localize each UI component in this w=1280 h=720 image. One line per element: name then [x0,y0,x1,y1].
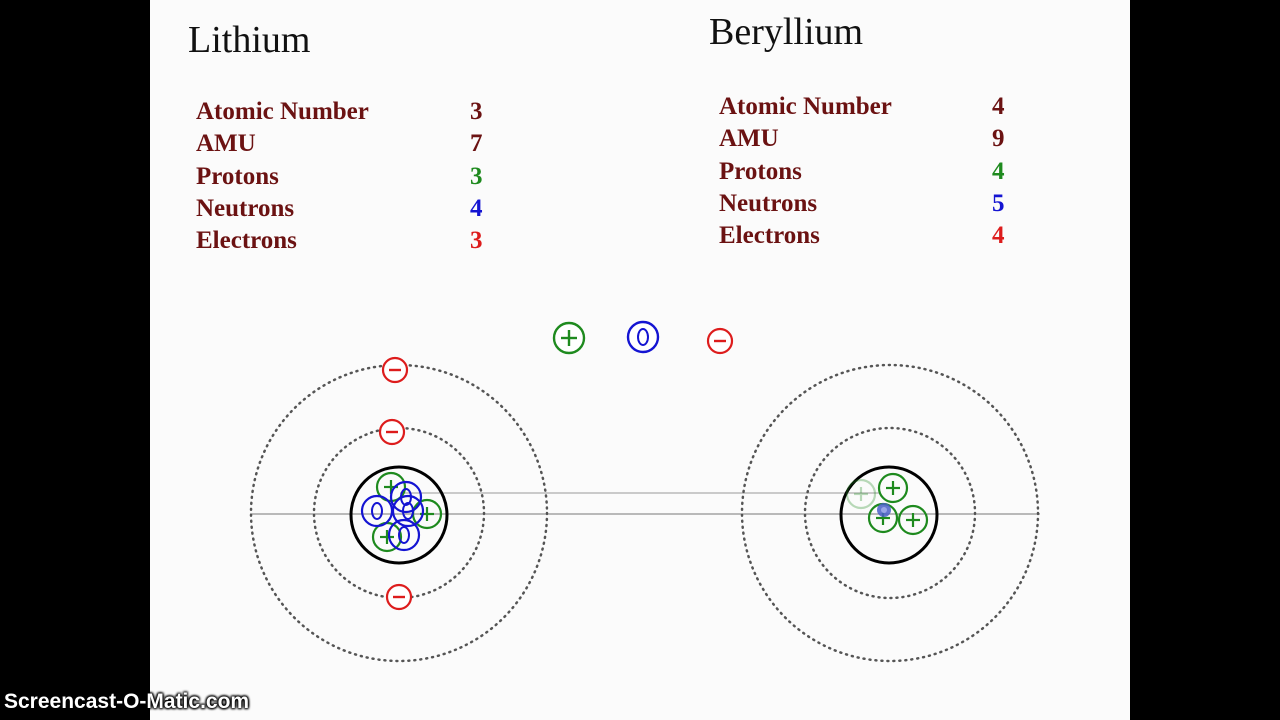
inner-shell [803,426,977,600]
property-label: Electrons [196,227,297,255]
property-label: Protons [196,162,279,190]
element-title-lithium: Lithium [188,19,311,61]
property-value: 3 [470,162,483,190]
property-label: Neutrons [719,189,818,217]
property-row: Electrons 3 [196,227,496,259]
proton [371,521,403,553]
property-value: 3 [470,98,483,125]
inner-shell [312,426,486,600]
proton [877,472,909,504]
property-row: Neutrons 4 [196,195,496,227]
property-label: AMU [196,130,256,158]
neutron [391,494,425,528]
property-label: Neutrons [196,194,295,222]
nucleus [349,465,449,565]
property-label: Protons [719,157,802,185]
particle-legend [552,320,734,355]
property-label: Atomic Number [196,98,369,125]
property-value: 4 [992,222,1005,250]
cursor-icon [877,503,891,517]
legend-electron-icon [706,327,734,355]
neutron [360,494,394,528]
property-value: 7 [470,130,483,158]
proton [897,504,929,536]
property-row: AMU 9 [719,125,1019,157]
proton-faded [845,478,877,510]
screencast-watermark: Screencast-O-Matic.com [4,690,250,713]
property-row: AMU 7 [196,130,496,162]
outer-shell [740,363,1040,663]
property-value: 4 [992,157,1005,185]
slide: Lithium Beryllium Atomic Number 3 AMU 7 … [150,0,1130,720]
electron [381,356,409,384]
lithium-properties: Atomic Number 3 AMU 7 Protons 3 Neutrons… [196,98,496,259]
property-label: Electrons [719,222,820,250]
atom-diagrams [249,320,1040,663]
property-label: AMU [719,125,779,153]
property-label: Atomic Number [719,93,892,120]
legend-neutron-icon [626,320,660,354]
property-row: Protons 3 [196,163,496,195]
property-row: Neutrons 5 [719,190,1019,222]
element-title-beryllium: Beryllium [709,11,864,53]
property-value: 9 [992,125,1005,153]
property-row: Atomic Number 4 [719,93,1019,125]
beryllium-atom [740,363,1040,663]
legend-proton-icon [552,321,586,355]
property-row: Electrons 4 [719,222,1019,254]
lithium-atom [249,356,549,663]
property-value: 4 [992,93,1005,120]
outer-shell [249,363,549,663]
property-row: Protons 4 [719,158,1019,190]
property-value: 5 [992,189,1005,217]
electron [378,418,406,446]
property-row: Atomic Number 3 [196,98,496,130]
nucleus [839,465,939,565]
beryllium-properties: Atomic Number 4 AMU 9 Protons 4 Neutrons… [719,93,1019,254]
electron [385,583,413,611]
property-value: 3 [470,227,483,255]
neutron [387,518,421,552]
property-value: 4 [470,194,483,222]
